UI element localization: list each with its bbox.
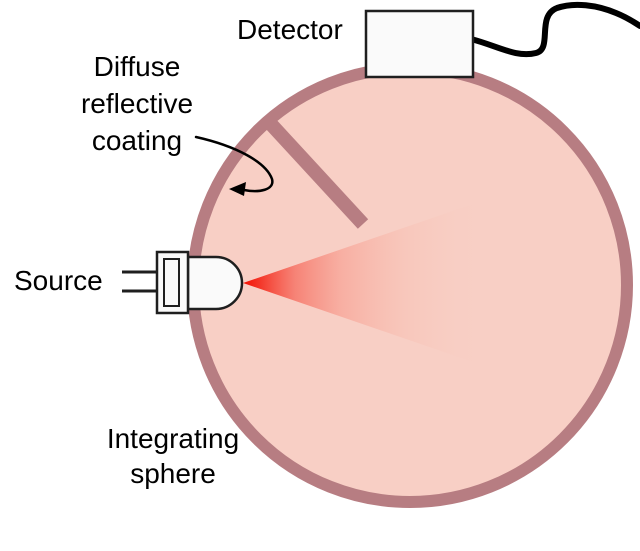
detector-box — [364, 9, 475, 79]
coating-label-line3: coating — [91, 125, 183, 156]
light-beam — [243, 194, 502, 372]
detector-cable — [468, 1, 640, 58]
coating-label: Diffuse reflective coating — [57, 48, 217, 159]
coating-arrow — [194, 135, 274, 193]
source-label: Source — [14, 262, 103, 299]
coating-label-line2: reflective — [80, 88, 194, 119]
baffle — [263, 117, 369, 229]
source-label-text: Source — [14, 265, 103, 296]
led-flange — [155, 250, 190, 315]
integrating-sphere-label: Integrating sphere — [93, 421, 253, 491]
detector-label: Detector — [237, 11, 343, 48]
integrating-sphere-label-line2: sphere — [130, 458, 216, 489]
detector-label-text: Detector — [237, 14, 343, 45]
led-body — [186, 255, 244, 311]
coating-label-line1: Diffuse — [93, 51, 181, 82]
led-flange-inner — [163, 258, 180, 307]
integrating-sphere-label-line1: Integrating — [106, 423, 240, 454]
coating-arrowhead-icon — [229, 182, 246, 196]
led-source — [122, 250, 244, 315]
